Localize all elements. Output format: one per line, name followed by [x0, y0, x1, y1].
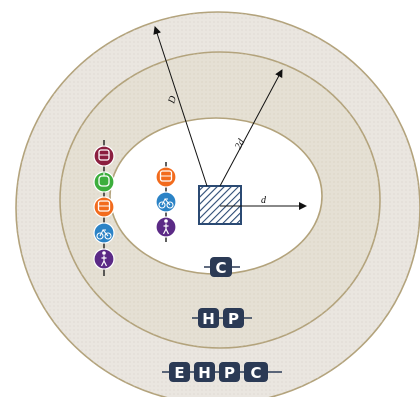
bus-icon — [93, 196, 115, 218]
badge-e — [169, 362, 190, 382]
badge-c-outer-letter: C — [250, 364, 261, 382]
badge-h-outer — [194, 362, 215, 382]
radius-label-inner: d — [261, 195, 267, 206]
middle-zone-mode-icons — [93, 140, 115, 276]
metro-icon — [93, 145, 115, 167]
inner-zone-mode-icons — [155, 162, 177, 242]
radius-arrow-outer — [153, 26, 208, 187]
badge-p — [223, 308, 244, 328]
middle-zone-badges: H P — [192, 308, 252, 328]
badge-c-letter: C — [215, 259, 226, 277]
center-square — [198, 185, 242, 225]
badge-p-outer-letter: P — [224, 364, 235, 382]
tram-icon — [93, 171, 115, 193]
pedestrian-icon — [155, 216, 177, 238]
outer-zone-badges: E H P C — [162, 362, 282, 382]
radius-label-outer: D — [166, 94, 179, 106]
badge-c-outer — [244, 362, 268, 382]
badge-p-outer — [219, 362, 240, 382]
bus-icon — [155, 166, 177, 188]
badge-h-letter: H — [202, 310, 215, 328]
bicycle-icon — [155, 191, 177, 213]
badge-c — [210, 257, 232, 277]
inner-zone-badge: C — [204, 257, 240, 277]
bicycle-icon — [93, 222, 115, 244]
badge-p-letter: P — [228, 310, 239, 328]
pedestrian-icon — [93, 248, 115, 270]
badge-e-letter: E — [174, 364, 184, 382]
radius-arrow-middle — [219, 69, 283, 187]
badge-h — [198, 308, 219, 328]
badge-h-outer-letter: H — [198, 364, 211, 382]
